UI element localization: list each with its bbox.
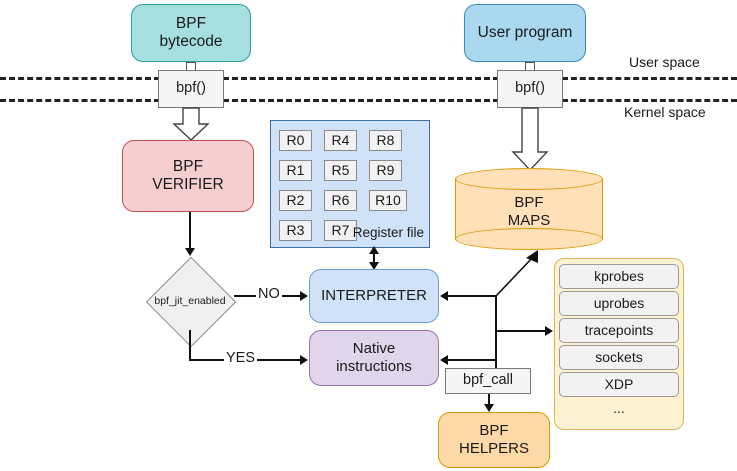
register-cell-r9: R9	[369, 160, 402, 181]
bpf-helpers-line1: BPF	[479, 422, 509, 440]
edge-yes-branch-vertical	[189, 330, 191, 360]
user-kernel-boundary-line-top	[0, 77, 160, 80]
bpf-verifier-line2: VERIFIER	[152, 176, 224, 193]
user-kernel-boundary-line-top-right	[562, 77, 737, 80]
edge-bus-to-event-sources	[495, 330, 546, 332]
edge-label-no: NO	[256, 286, 282, 302]
bpf-maps-line1: BPF	[514, 194, 544, 212]
node-user-program[interactable]: User program	[464, 4, 586, 62]
register-cell-r7: R7	[324, 220, 357, 241]
edge-bus-to-native	[448, 359, 496, 361]
bpf-call-label: bpf_call	[463, 372, 513, 389]
edge-label-yes: YES	[224, 350, 258, 366]
user-space-label: User space	[629, 54, 700, 70]
node-bpf-syscall-right[interactable]: bpf()	[497, 70, 563, 108]
bpf-helpers-line2: HELPERS	[458, 440, 530, 457]
native-instructions-line2: instructions	[336, 358, 412, 375]
event-source-xdp[interactable]: XDP	[559, 372, 679, 397]
event-source-tracepoints[interactable]: tracepoints	[559, 318, 679, 343]
edge-bpfcall-to-helpers	[488, 394, 490, 406]
node-native-instructions[interactable]: Native instructions	[309, 330, 439, 386]
event-source-more: ...	[613, 399, 625, 416]
arrowhead-registerfile-down	[369, 262, 379, 270]
register-cell-r3: R3	[279, 220, 312, 241]
user-kernel-boundary-line-top-mid	[223, 77, 499, 80]
register-cell-r1: R1	[279, 160, 312, 181]
user-kernel-boundary-line-bottom-mid	[223, 99, 499, 102]
event-source-kprobes[interactable]: kprobes	[559, 264, 679, 289]
node-jit-decision[interactable]: bpf_jit_enabled	[131, 256, 249, 348]
edge-bus-vertical	[495, 295, 497, 373]
node-bpf-call[interactable]: bpf_call	[445, 368, 531, 394]
user-kernel-boundary-line-bottom	[0, 99, 160, 102]
edge-bus-to-maps	[495, 255, 535, 297]
event-source-uprobes[interactable]: uprobes	[559, 291, 679, 316]
register-cell-r2: R2	[279, 190, 312, 211]
register-cell-r0: R0	[279, 130, 312, 151]
node-interpreter[interactable]: INTERPRETER	[309, 269, 439, 323]
arrowhead-verifier-to-diamond	[185, 248, 195, 256]
event-source-sockets[interactable]: sockets	[559, 345, 679, 370]
jit-decision-label: bpf_jit_enabled	[154, 294, 226, 307]
arrowhead-bpfcall-to-helpers	[484, 404, 494, 412]
arrowhead-bus-to-native	[440, 355, 448, 365]
arrowhead-bus-to-interpreter	[440, 291, 448, 301]
register-cell-r5: R5	[324, 160, 357, 181]
register-cell-r6: R6	[324, 190, 357, 211]
kernel-space-label: Kernel space	[624, 104, 706, 120]
node-bpf-helpers[interactable]: BPF HELPERS	[438, 412, 550, 468]
bpf-maps-label-group: BPF MAPS	[508, 194, 551, 229]
register-cell-r4: R4	[324, 130, 357, 151]
arrowhead-yes-branch	[300, 355, 308, 365]
node-register-file[interactable]: R0 R1 R2 R3 R4 R5 R6 R7 R8 R9 R10 Regist…	[270, 120, 430, 248]
arrowhead-registerfile-up	[369, 246, 379, 254]
node-bpf-syscall-left[interactable]: bpf()	[158, 70, 224, 108]
interpreter-label: INTERPRETER	[321, 287, 427, 305]
block-arrow-to-verifier	[172, 107, 210, 141]
register-cell-r8: R8	[369, 130, 402, 151]
edge-registerfile-interpreter	[373, 252, 375, 268]
bpf-maps-line2: MAPS	[507, 212, 551, 229]
bpf-syscall-right-label: bpf()	[515, 80, 545, 97]
user-program-label: User program	[477, 23, 573, 41]
node-event-sources[interactable]: kprobes uprobes tracepoints sockets XDP …	[554, 258, 684, 430]
arrowhead-bus-to-event-sources	[545, 326, 553, 336]
bpf-syscall-left-label: bpf()	[176, 80, 206, 97]
arrowhead-no-branch	[300, 291, 308, 301]
register-cell-r10: R10	[369, 190, 407, 211]
node-bpf-maps[interactable]: BPF MAPS	[455, 168, 603, 250]
register-file-caption: Register file	[352, 225, 424, 241]
node-bpf-verifier[interactable]: BPF VERIFIER	[122, 140, 254, 212]
arrowhead-bus-to-maps	[526, 250, 538, 263]
bpf-bytecode-line2: bytecode	[159, 33, 223, 50]
block-arrow-to-maps	[511, 107, 549, 172]
cylinder-top-ellipse	[455, 168, 603, 190]
bpf-bytecode-line1: BPF	[175, 14, 207, 32]
cylinder-bottom-ellipse	[455, 228, 603, 250]
edge-bus-to-interpreter	[448, 295, 496, 297]
bpf-verifier-line1: BPF	[172, 157, 204, 175]
edge-verifier-to-diamond	[189, 212, 191, 250]
native-instructions-line1: Native	[352, 340, 396, 358]
node-bpf-bytecode[interactable]: BPF bytecode	[131, 4, 251, 62]
user-kernel-boundary-line-bottom-right	[562, 99, 737, 102]
